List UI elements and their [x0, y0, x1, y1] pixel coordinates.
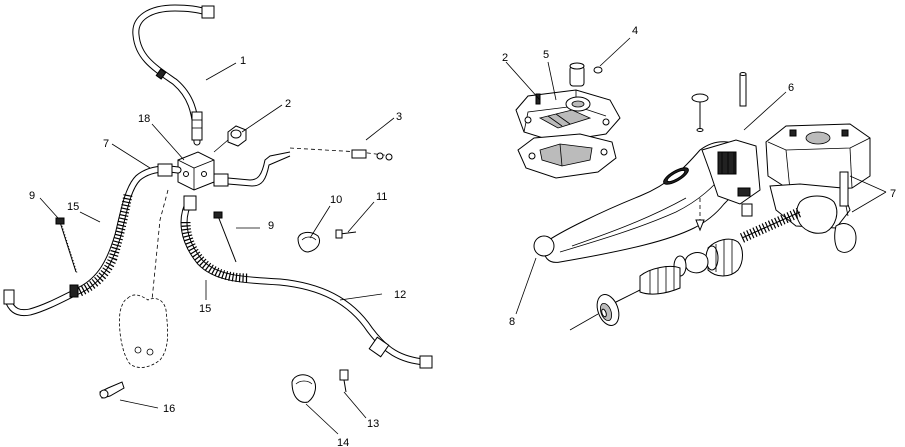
callout-11: 11: [376, 191, 387, 203]
washer-small: [593, 66, 603, 74]
brake-hose-upper: [132, 4, 215, 146]
banjo-bolt-fitting: [213, 125, 247, 153]
callout-18: 18: [138, 113, 150, 125]
callout-3: 3: [396, 111, 402, 123]
callout-15: 15: [67, 201, 79, 213]
hose-clip-lower: [291, 374, 316, 403]
brake-hose-lower: [180, 195, 433, 369]
callouts: 1 2 3 7 18 9 15 9 10 11 12 15 16 13 14 2…: [29, 25, 896, 447]
callout-7: 7: [103, 138, 109, 150]
callout-9: 9: [29, 190, 35, 202]
master-cylinder-body: [765, 123, 871, 253]
callout-5: 5: [543, 49, 549, 61]
callout-10: 10: [330, 194, 342, 206]
callout-2: 2: [285, 98, 291, 110]
clip-screw-lower: [339, 369, 349, 393]
callout-2: 2: [502, 52, 508, 64]
bracket-bolt: [99, 381, 125, 399]
pivot-bolt: [691, 93, 709, 132]
callout-1: 1: [240, 55, 246, 67]
callout-9: 9: [268, 220, 274, 232]
clamp-bolt-right: [213, 211, 237, 263]
clip-screw-upper: [335, 229, 357, 239]
reservoir-cover: [515, 89, 621, 143]
callout-13: 13: [367, 418, 379, 430]
brake-hose-left: [3, 163, 182, 317]
callout-12: 12: [394, 289, 406, 301]
callout-14: 14: [337, 437, 349, 447]
callout-7: 7: [890, 188, 896, 200]
hose-clip: [297, 231, 321, 253]
callout-6: 6: [788, 82, 794, 94]
callout-15: 15: [199, 303, 211, 315]
clamp-bolt-left: [55, 217, 78, 274]
mounting-bracket: [119, 294, 169, 368]
pivot-pin: [739, 72, 747, 107]
leader-lines: [39, 37, 887, 435]
brake-line-dashed: [213, 147, 393, 187]
brake-lever: [533, 139, 761, 263]
callout-16: 16: [163, 403, 175, 415]
junction-block: [177, 151, 215, 191]
reservoir-diaphragm: [517, 133, 617, 179]
cap-plug: [569, 62, 585, 87]
callout-8: 8: [509, 316, 515, 328]
callout-4: 4: [632, 25, 638, 37]
piston-assembly: [596, 207, 803, 326]
